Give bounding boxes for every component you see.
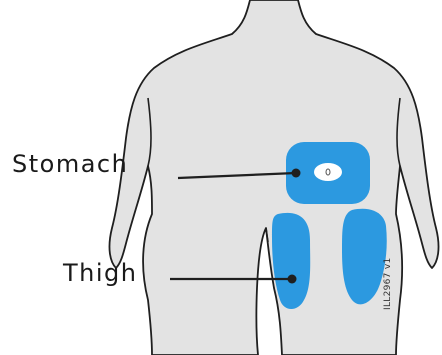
stomach-label: Stomach [12,150,128,178]
navel-marker [314,163,342,181]
thigh-pointer-dot [288,275,297,284]
thigh-label: Thigh [63,259,137,287]
figure-id: ILL2967 v1 [383,258,393,311]
stomach-pointer-dot [292,169,301,178]
